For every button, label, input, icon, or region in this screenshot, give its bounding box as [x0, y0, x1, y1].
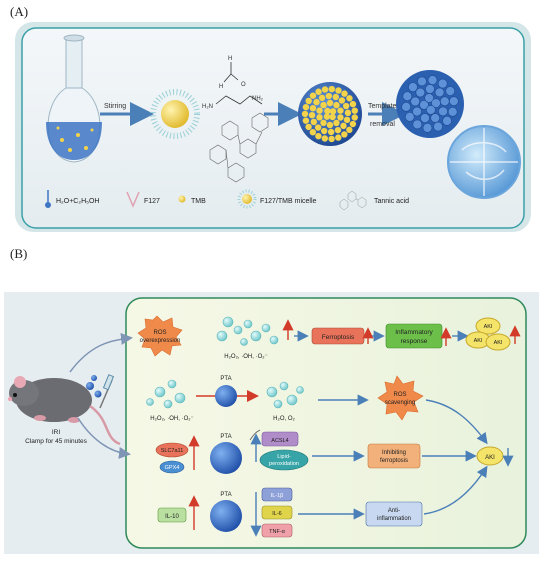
ros-scav-label-1: ROS: [393, 392, 406, 398]
inflam-label-1: Inflammatory: [395, 329, 433, 336]
legend-water-label: H₂O+C₂H₅OH: [56, 198, 99, 205]
legend-f127-label: F127: [144, 198, 160, 205]
ros-overexpression-star: [137, 315, 183, 357]
aki-outcome-label: AKI: [485, 455, 495, 461]
il6-box: [261, 505, 293, 520]
mouse-label-1: IRI: [52, 429, 61, 436]
acsl4-label: ACSL4: [271, 438, 288, 444]
template-label-1: Template: [368, 103, 397, 110]
gpx4-label: GPX4: [165, 465, 180, 471]
anti-to-aki-arrow: [423, 465, 488, 515]
lipid-label-1: Lipid-: [277, 454, 291, 460]
acsl4-box: [261, 431, 299, 447]
tnfa-box: [261, 523, 293, 538]
chem-nh2-left: H₂N: [202, 104, 213, 110]
aki-label-3: AKI: [494, 340, 503, 346]
ros-scavenging-star: [377, 375, 424, 421]
legend-tannic-icon: [339, 190, 367, 211]
legend-tmb-icon: [178, 195, 186, 203]
il10-label: IL-10: [165, 514, 179, 520]
lipid-peroxidation-ellipse: [259, 449, 309, 471]
water-bubbles: [266, 381, 304, 409]
il1b-box: [261, 487, 293, 502]
legend-f127-icon: [126, 191, 140, 208]
tannic-acid-structure: [209, 112, 269, 183]
pta-label-row3: PTA: [220, 434, 231, 440]
pta-sphere-row3: [210, 442, 242, 474]
aki-label-2: AKI: [474, 338, 483, 344]
pta-sphere-row4: [210, 500, 242, 532]
inhib-label-2: ferroptosis: [380, 458, 408, 464]
ethylenediamine-structure: [215, 62, 263, 105]
pta-label-row4: PTA: [220, 492, 231, 498]
porous-sphere-illustration: [396, 70, 521, 199]
ros-over-label-2: overexpression: [140, 338, 181, 344]
pta-label-row2: PTA: [220, 376, 231, 382]
il10-box: [157, 507, 187, 523]
ros-scav-to-aki-arrow: [425, 399, 488, 445]
legend-tmb-label: TMB: [191, 198, 206, 205]
legend-water-icon: [45, 190, 51, 208]
ros-over-label-1: ROS: [153, 330, 166, 336]
chem-h: H: [228, 56, 232, 62]
legend-micelle-icon: [237, 189, 257, 209]
h2o-o2-label: H₂O, O₂: [273, 416, 295, 422]
chem-h-left: H: [219, 84, 223, 90]
aki-cluster: [465, 317, 511, 351]
slc7a11-ellipse: [155, 442, 189, 458]
mouse-arrow-bottom: [77, 417, 131, 459]
legend-micelle-label: F127/TMB micelle: [260, 198, 317, 205]
ros-bubbles-left: [146, 379, 186, 409]
flask-illustration: [46, 34, 102, 163]
gpx4-ellipse: [159, 460, 185, 474]
mouse-illustration: [8, 374, 121, 446]
ros-scav-label-2: scavenging: [385, 400, 415, 406]
chem-o: O: [241, 82, 246, 88]
anti-label-1: Anti-: [388, 508, 400, 514]
inhibiting-ferroptosis-box: [367, 443, 421, 469]
panel-b-frame: [125, 297, 527, 549]
lipid-label-2: peroxidation: [269, 461, 299, 467]
inhib-label-1: Inhibiting: [382, 450, 406, 456]
micelle-illustration: [150, 89, 200, 139]
mouse-arrow-top: [69, 332, 133, 373]
anti-inflammation-box: [365, 501, 423, 527]
slc7a11-label: SLC7a11: [161, 448, 184, 454]
ros-bubbles-top: [216, 316, 279, 346]
aki-label-1: AKI: [484, 324, 493, 330]
legend-tannic-label: Tannic acid: [374, 198, 409, 205]
tnfa-label: TNF-α: [269, 529, 286, 535]
il6-label: IL-6: [272, 511, 281, 517]
template-label-2: removal: [370, 121, 395, 128]
stirring-label: Stirring: [104, 103, 126, 110]
il1b-label: IL-1β: [271, 493, 284, 499]
panel-a-label: (A): [10, 4, 29, 19]
panel-b-label: (B): [10, 246, 28, 261]
inflam-label-2: response: [401, 338, 428, 345]
mouse-label-2: Clamp for 45 minutes: [25, 438, 88, 445]
ros-species-top: H₂O₂, ·OH, ·O₂⁻: [224, 354, 268, 360]
ferroptosis-label: Ferroptosis: [322, 334, 355, 341]
nanosphere-illustration: [298, 82, 362, 146]
pta-sphere-row2: [215, 385, 237, 407]
anti-label-2: inflammation: [377, 516, 411, 522]
chem-nh2-right: NH₂: [252, 96, 264, 102]
ros-species-left: H₂O₂, ·OH, ·O₂⁻: [150, 416, 194, 422]
